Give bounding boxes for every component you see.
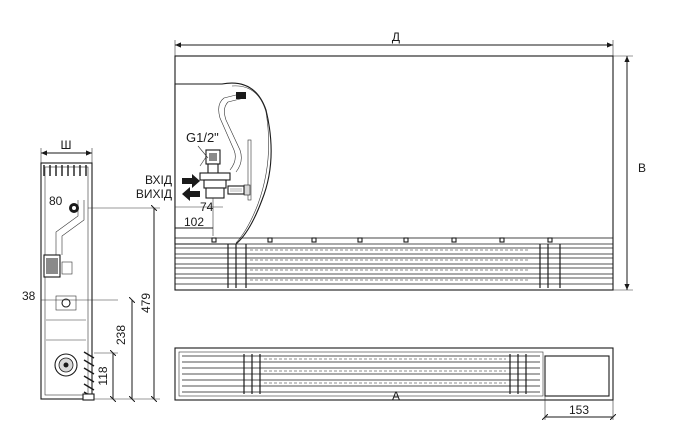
- dim-80-label: 80: [49, 194, 63, 208]
- dim-238-label: 238: [114, 325, 128, 345]
- front-view: Д В G1/2": [136, 30, 646, 291]
- front-grille: [174, 237, 614, 291]
- top-control-panel: [544, 355, 610, 397]
- inlet-label: ВХІД: [145, 173, 172, 187]
- side-outlet-icon: [61, 298, 71, 308]
- arrow-in-icon: [182, 174, 200, 188]
- dim-38-label: 38: [22, 289, 36, 303]
- side-view: Ш: [22, 138, 160, 400]
- dim-74-label: 74: [200, 200, 214, 214]
- outlet-label: ВИХІД: [136, 187, 172, 201]
- length-bottom-label: А: [392, 389, 400, 403]
- thread-label: G1/2": [186, 130, 219, 145]
- cutaway-section: [174, 82, 272, 245]
- side-top-grille: [43, 165, 87, 176]
- valve-icon: [199, 149, 245, 199]
- width-label: Ш: [61, 138, 72, 152]
- dim-479-label: 479: [139, 293, 153, 313]
- arrow-out-icon: [182, 187, 200, 201]
- dim-102-label: 102: [184, 215, 204, 229]
- dim-153-label: 153: [569, 403, 589, 417]
- length-label: Д: [392, 30, 400, 44]
- dim-118-label: 118: [96, 366, 110, 385]
- top-view: А 153: [174, 347, 613, 420]
- height-label: В: [638, 161, 646, 175]
